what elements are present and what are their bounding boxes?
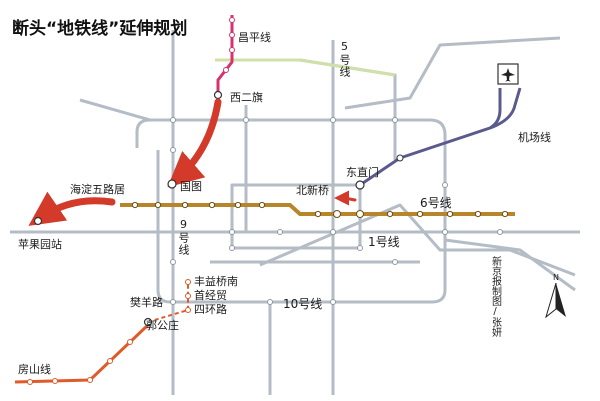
- guotu-station: [167, 179, 177, 189]
- airport-line-label: 机场线: [518, 131, 551, 144]
- guogongzhuang-label: 郭公庄: [146, 319, 179, 332]
- line6: [120, 201, 515, 218]
- line15: [344, 36, 561, 110]
- changping-line: [216, 15, 234, 95]
- pingguoyuan-station: [33, 216, 43, 226]
- dongzhimen-station: [355, 180, 365, 190]
- map-title: 断头“地铁线”延伸规划: [12, 19, 188, 39]
- line16: [79, 98, 151, 122]
- airport-line: [359, 87, 522, 187]
- beixinqiao-label: 北新桥: [296, 184, 329, 197]
- svg-text:N: N: [553, 273, 559, 282]
- airport-line-station: [396, 154, 404, 162]
- map-credit: 新京报制图/张妍: [489, 256, 501, 337]
- changping-line-label: 昌平线: [238, 31, 271, 44]
- line5-extension-arrow: [334, 190, 357, 206]
- guogongzhuang-station: [143, 317, 153, 327]
- shoujingmao-label: 首经贸: [194, 289, 227, 302]
- dongzhimen-label: 东直门: [346, 166, 379, 179]
- line6-extension-arrow: [28, 191, 116, 226]
- line1-label: 1号线: [368, 235, 400, 249]
- guotu-label: 国图: [180, 180, 202, 193]
- xierqi-label: 西二旗: [230, 91, 263, 104]
- changping-extension-arrow: [167, 98, 222, 188]
- line10-label: 10号线: [283, 297, 323, 311]
- fangshan-line-label: 房山线: [18, 363, 51, 376]
- line-batong: [444, 238, 576, 292]
- fanyanglu-label: 樊羊路: [130, 296, 163, 309]
- line6-label: 6号线: [420, 196, 452, 210]
- xierqi-station: [213, 90, 223, 100]
- line10-loop: [135, 118, 447, 304]
- fengyiqiaonan-label: 丰益桥南: [194, 275, 238, 288]
- sihuanlu-label: 四环路: [194, 303, 227, 316]
- airplane-icon: [497, 63, 519, 85]
- extension-arrows: [28, 98, 357, 226]
- line13-highlight: [215, 58, 396, 77]
- line13: [215, 58, 397, 160]
- haidian-wuluju-label: 海淀五路居: [70, 183, 125, 196]
- pingguoyuan-label: 苹果园站: [18, 238, 62, 251]
- line9-label: 9号线: [177, 218, 190, 256]
- north-arrow-icon: N: [545, 273, 566, 319]
- line5-label: 5号线: [338, 40, 351, 78]
